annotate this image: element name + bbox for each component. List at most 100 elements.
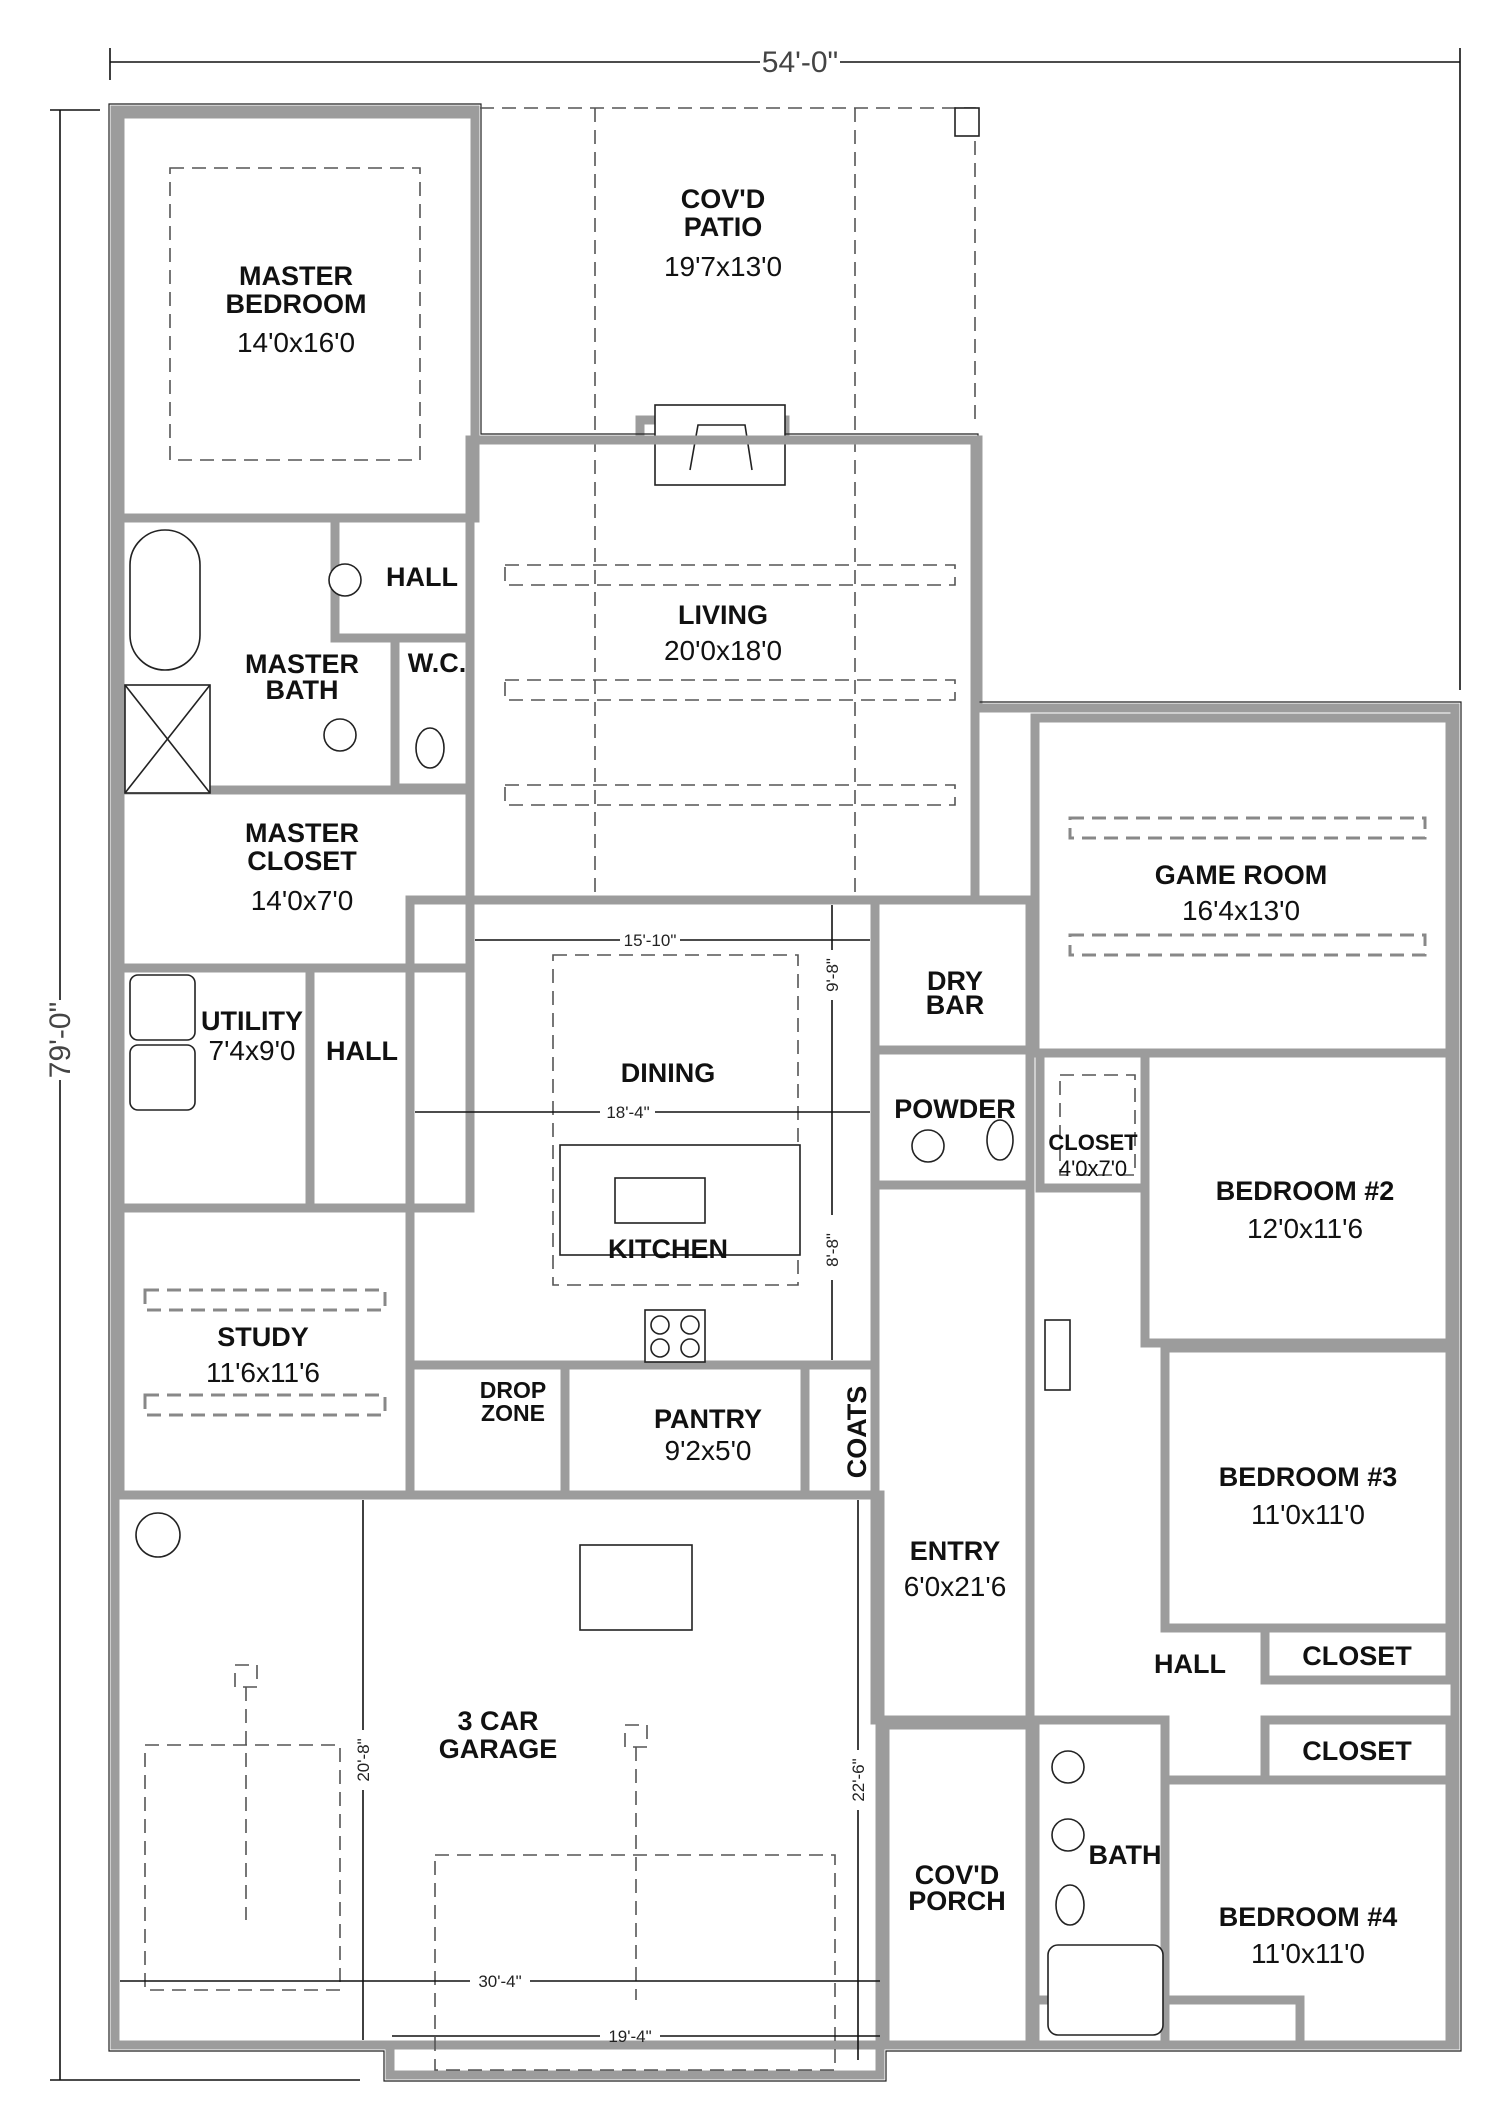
ceiling-features [143, 167, 1427, 2071]
room-size: 4'0x7'0 [1059, 1156, 1127, 1181]
room-entry: ENTRY 6'0x21'6 [904, 1536, 1007, 1602]
room-covd-porch: COV'D PORCH [908, 1860, 1006, 1916]
room-size: 7'4x9'0 [209, 1035, 296, 1066]
overall-depth-label: 79'-0" [44, 1002, 77, 1078]
room-coats: COATS [842, 1386, 872, 1479]
room-size: 6'0x21'6 [904, 1571, 1007, 1602]
kitchen-sink-icon [614, 1177, 706, 1224]
sink-icon [1051, 1818, 1085, 1852]
overall-dimensions: 54'-0" 79'-0" [44, 46, 1461, 2081]
room-closet-a: CLOSET [1302, 1641, 1412, 1671]
room-name: BAR [926, 990, 985, 1020]
bathtub-icon [129, 529, 201, 671]
room-labels: MASTER BEDROOM 14'0x16'0 COV'D PATIO 19'… [201, 184, 1412, 1969]
room-garage: 3 CAR GARAGE [439, 1706, 558, 1764]
room-name: BEDROOM #3 [1219, 1462, 1398, 1492]
room-bedroom-2: BEDROOM #2 12'0x11'6 [1216, 1176, 1395, 1244]
entry-bench [1044, 1319, 1071, 1391]
room-name: BEDROOM #2 [1216, 1176, 1395, 1206]
interior-walls [110, 109, 1455, 2050]
water-heater-icon [135, 1512, 181, 1558]
washer-icon [129, 974, 196, 1041]
room-closet-b: CLOSET [1302, 1736, 1412, 1766]
sink-icon [323, 718, 357, 752]
dim-garage-width-total: 30'-4" [478, 1972, 521, 1991]
room-master-bath: MASTER BATH [245, 649, 359, 705]
room-drop-zone: DROP ZONE [480, 1377, 546, 1426]
room-master-closet: MASTER CLOSET 14'0x7'0 [245, 818, 359, 916]
toilet-icon [1055, 1884, 1085, 1926]
toilet-icon [986, 1119, 1014, 1161]
room-name: CLOSET [1048, 1130, 1138, 1155]
room-name: GARAGE [439, 1734, 558, 1764]
dim-garage-right-depth: 22'-6" [849, 1758, 868, 1801]
bathtub-icon [1047, 1944, 1164, 2036]
room-name: MASTER [239, 261, 353, 291]
room-name: LIVING [678, 600, 768, 630]
room-pantry: PANTRY 9'2x5'0 [654, 1404, 762, 1466]
room-name: DRY [927, 966, 983, 996]
interior-dimensions: 15'-10" 18'-4" 9'-8" 8'-8" 20'-8" 22'-6"… [120, 905, 880, 2060]
room-game-room: GAME ROOM 16'4x13'0 [1155, 860, 1328, 926]
room-size: 11'0x11'0 [1251, 1499, 1365, 1530]
sink-icon [328, 563, 362, 597]
room-name: 3 CAR [457, 1706, 538, 1736]
room-master-bedroom: MASTER BEDROOM 14'0x16'0 [226, 261, 367, 358]
dim-living-dining-width: 15'-10" [624, 931, 677, 950]
toilet-icon [415, 727, 445, 769]
room-bedroom-3: BEDROOM #3 11'0x11'0 [1219, 1462, 1398, 1530]
room-bath: BATH [1089, 1840, 1162, 1870]
sink-icon [911, 1129, 945, 1163]
room-dining: DINING [621, 1058, 716, 1088]
room-covd-patio: COV'D PATIO 19'7x13'0 [664, 184, 782, 282]
room-name: COV'D [915, 1860, 999, 1890]
room-name: STUDY [217, 1322, 309, 1352]
room-size: 11'0x11'0 [1251, 1938, 1365, 1969]
room-size: 9'2x5'0 [665, 1435, 752, 1466]
room-name: BEDROOM #4 [1219, 1902, 1398, 1932]
room-closet-bedroom2: CLOSET 4'0x7'0 [1048, 1130, 1138, 1181]
room-size: 14'0x7'0 [251, 885, 354, 916]
room-size: 16'4x13'0 [1182, 895, 1300, 926]
dryer-icon [129, 1044, 196, 1111]
dim-kitchen-width: 18'-4" [606, 1103, 649, 1122]
room-hall-master: HALL [386, 562, 458, 592]
room-name: BEDROOM [226, 289, 367, 319]
room-name: PATIO [684, 212, 763, 242]
dim-kitchen-depth: 8'-8" [823, 1233, 842, 1267]
room-wc: W.C. [408, 648, 467, 678]
room-name: MASTER [245, 649, 359, 679]
room-name: PANTRY [654, 1404, 762, 1434]
room-living: LIVING 20'0x18'0 [664, 600, 782, 666]
room-powder: POWDER [894, 1094, 1016, 1124]
room-name: GAME ROOM [1155, 860, 1328, 890]
sink-icon [1051, 1750, 1085, 1784]
room-name: PORCH [908, 1886, 1006, 1916]
room-size: 19'7x13'0 [664, 251, 782, 282]
covd-patio [480, 107, 980, 900]
room-size: 12'0x11'6 [1247, 1213, 1363, 1244]
garage-fixture [579, 1544, 693, 1631]
room-name: DROP [480, 1377, 546, 1403]
fixtures [124, 529, 1164, 2036]
room-name: CLOSET [247, 846, 357, 876]
room-kitchen: KITCHEN [608, 1234, 728, 1264]
room-name: BATH [266, 675, 339, 705]
room-hall-utility: HALL [326, 1036, 398, 1066]
room-size: 20'0x18'0 [664, 635, 782, 666]
room-utility: UTILITY 7'4x9'0 [201, 1006, 303, 1066]
room-size: 11'6x11'6 [206, 1357, 320, 1388]
room-name: MASTER [245, 818, 359, 848]
room-dry-bar: DRY BAR [926, 966, 985, 1020]
room-name: UTILITY [201, 1006, 303, 1036]
dim-dining-depth: 9'-8" [823, 958, 842, 992]
room-name: ENTRY [910, 1536, 1001, 1566]
dim-garage-width-inner: 19'-4" [608, 2027, 651, 2046]
room-hall-bedrooms: HALL [1154, 1649, 1226, 1679]
fireplace [654, 404, 786, 486]
dim-garage-left-depth: 20'-8" [354, 1738, 373, 1781]
room-name: COV'D [681, 184, 765, 214]
room-bedroom-4: BEDROOM #4 11'0x11'0 [1219, 1902, 1398, 1969]
room-study: STUDY 11'6x11'6 [206, 1322, 320, 1388]
